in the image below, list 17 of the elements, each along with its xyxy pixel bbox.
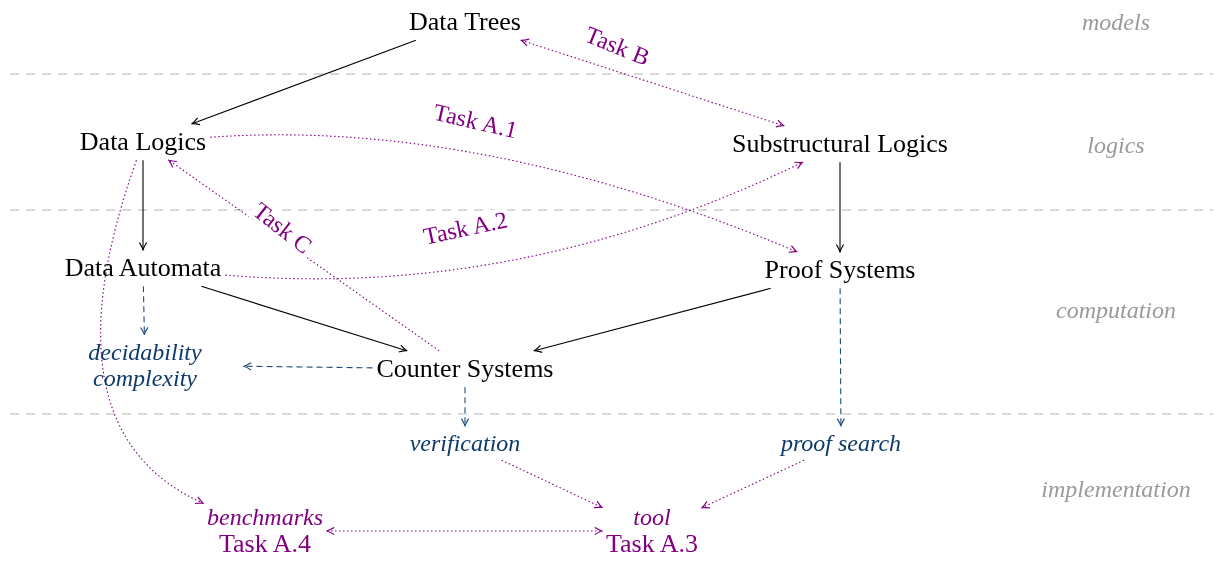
output-label: tool (633, 503, 671, 530)
node-label: Counter Systems (376, 354, 554, 384)
node-label: Substructural Logics (732, 129, 948, 159)
node-label: Data Automata (64, 253, 222, 283)
layer-label: computation (1056, 296, 1176, 325)
outcome-label: verification (370, 429, 560, 457)
layer-label: models (1082, 8, 1150, 37)
layer-label: implementation (1041, 475, 1191, 504)
output-label: benchmarks (207, 503, 323, 530)
task-label: Task A.3 (605, 529, 699, 559)
outcome-label: proof search (746, 429, 936, 457)
node-label: Data Logics (79, 127, 207, 157)
outcome-label: decidability complexity (50, 338, 240, 392)
node-label: Data Trees (409, 7, 521, 37)
node-label: Proof Systems (764, 255, 916, 285)
layer-label: logics (1087, 131, 1145, 160)
task-label: Task A.4 (218, 529, 312, 559)
